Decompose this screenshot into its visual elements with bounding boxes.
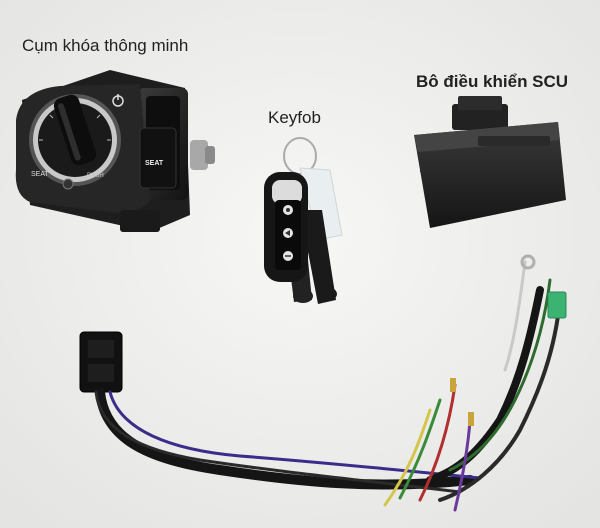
seat-label-left: SEAT [31, 171, 49, 178]
seat-button-label: SEAT [145, 160, 164, 167]
smart-lock-caption: Cụm khóa thông minh [22, 36, 189, 55]
keyfob-caption: Keyfob [268, 108, 321, 127]
push-label: PUSH [87, 173, 104, 179]
scu-controller [414, 96, 566, 228]
wire-harness [79, 254, 567, 512]
scu-caption: Bô điều khiển SCU [416, 72, 569, 91]
smart-lock-unit [15, 70, 215, 232]
keyfob [264, 137, 343, 304]
